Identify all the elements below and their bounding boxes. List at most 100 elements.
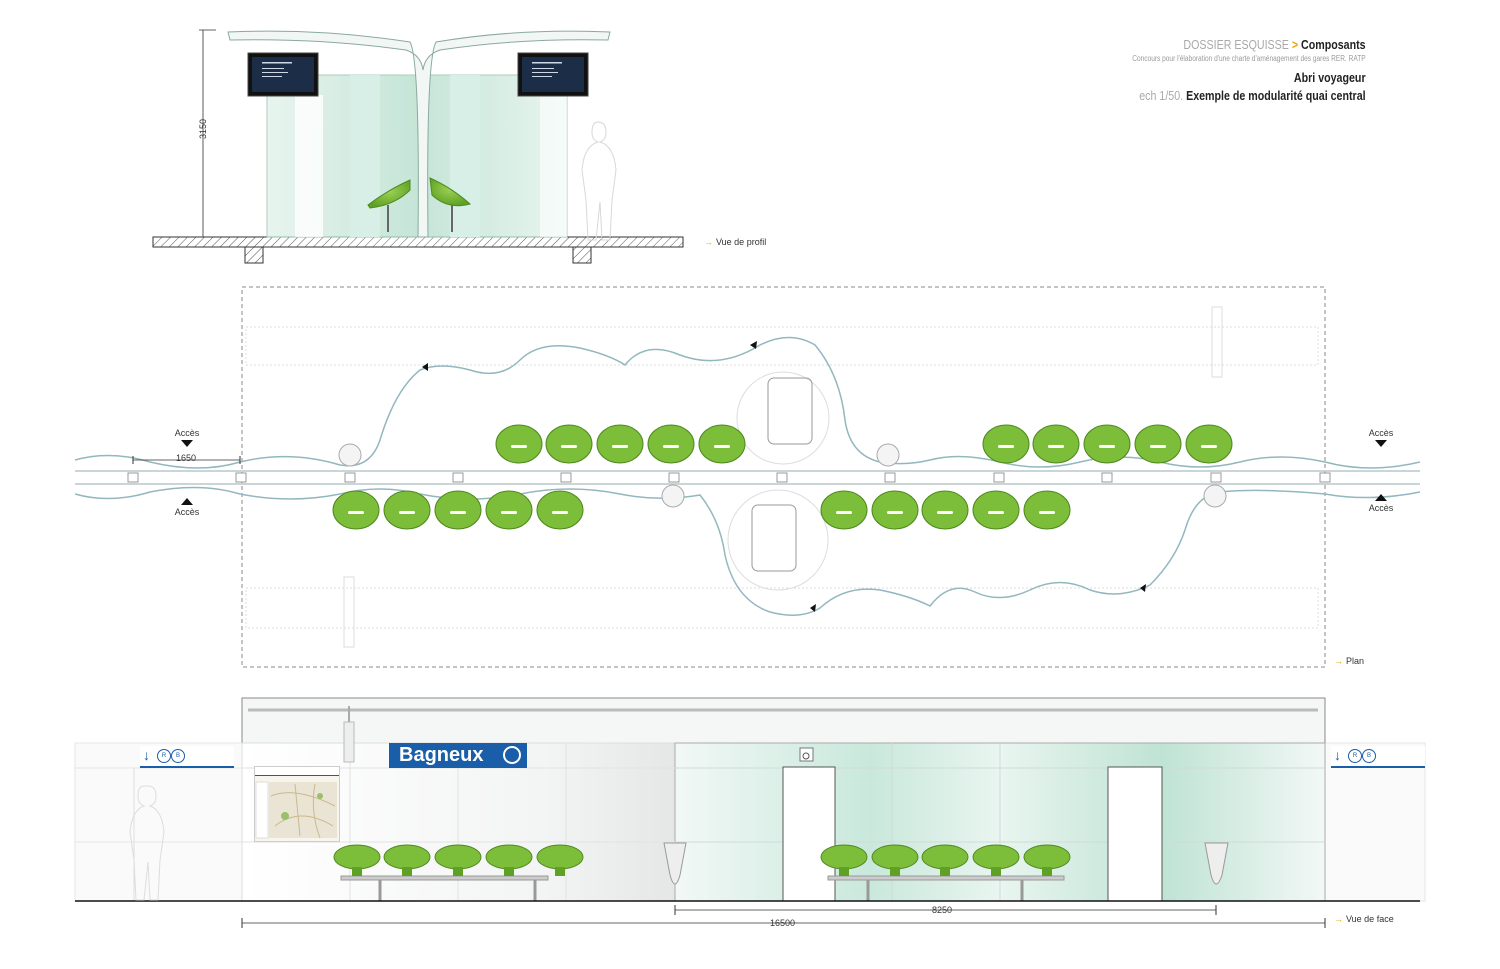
seat-face xyxy=(871,844,919,876)
rer-direction-panel-left: ↓ R B xyxy=(140,746,234,768)
seat-plan xyxy=(647,424,695,464)
door-left xyxy=(782,766,836,902)
partial-dimension: 8250 xyxy=(932,905,953,915)
access-bottom-right: Accès xyxy=(1361,492,1401,513)
seat-plan xyxy=(495,424,543,464)
seat-plan xyxy=(871,490,919,530)
canopy xyxy=(227,30,611,238)
seat-plan xyxy=(332,490,380,530)
profile-view-label: →Vue de profil xyxy=(704,237,766,247)
plan-label-text: Plan xyxy=(1346,656,1365,666)
seat-face xyxy=(1023,844,1071,876)
foundation-right xyxy=(572,246,592,264)
arrow-down-icon: ↓ xyxy=(143,747,150,763)
seat-profile-right xyxy=(429,177,472,207)
triangle-down-icon xyxy=(181,440,193,447)
seat-plan xyxy=(434,490,482,530)
ground-slab xyxy=(152,236,684,248)
arrow-down-icon: ↓ xyxy=(1334,747,1341,763)
seat-plan xyxy=(698,424,746,464)
wheelchair-zone-bottom xyxy=(727,489,829,591)
wheelchair-icon xyxy=(799,747,814,762)
triangle-up-icon xyxy=(181,498,193,505)
title-block: DOSSIER ESQUISSE > Composants Concours p… xyxy=(1081,36,1366,105)
seat-face xyxy=(383,844,431,876)
map-header xyxy=(255,767,339,776)
seat-plan xyxy=(1023,490,1071,530)
line-b-icon: B xyxy=(171,749,185,763)
face-label-text: Vue de face xyxy=(1346,914,1394,924)
wheelchair-zone-top xyxy=(736,371,830,465)
module-dimension: 1650 xyxy=(176,453,197,463)
profile-label-text: Vue de profil xyxy=(716,237,767,247)
rer-logo-icon: R xyxy=(1348,749,1362,763)
access-label: Accès xyxy=(174,428,200,438)
triangle-down-icon xyxy=(1375,440,1387,447)
ratp-logo-icon xyxy=(503,746,521,764)
info-screen-left xyxy=(247,52,319,97)
seat-plan xyxy=(1185,424,1233,464)
rer-direction-panel-right: ↓ R B xyxy=(1331,746,1425,768)
seat-plan xyxy=(1032,424,1080,464)
height-dimension: 3150 xyxy=(198,118,209,140)
seat-plan xyxy=(1083,424,1131,464)
section-title: Composants xyxy=(1301,37,1366,52)
seat-plan xyxy=(1134,424,1182,464)
arrow-right-icon: → xyxy=(704,237,713,247)
door-right xyxy=(1107,766,1163,902)
seat-plan xyxy=(383,490,431,530)
info-screen-right xyxy=(517,52,589,97)
seat-plan xyxy=(972,490,1020,530)
roof xyxy=(241,697,1326,745)
seat-face xyxy=(485,844,533,876)
seat-face xyxy=(921,844,969,876)
arrow-right-icon: → xyxy=(1334,656,1343,666)
header-line: DOSSIER ESQUISSE > Composants xyxy=(1133,36,1366,54)
glass-facade xyxy=(674,742,1326,902)
access-label: Accès xyxy=(1368,503,1394,513)
station-name: Bagneux xyxy=(399,744,484,766)
description-text: Exemple de modularité quai central xyxy=(1186,88,1366,103)
seat-face xyxy=(434,844,482,876)
plan-view-label: →Plan xyxy=(1334,656,1364,666)
glass-wave-bottom xyxy=(74,486,1421,616)
person-silhouette xyxy=(581,121,617,241)
scale-label: ech 1/50. xyxy=(1139,88,1184,103)
seat-plan xyxy=(485,490,533,530)
seat-plan xyxy=(545,424,593,464)
separator-arrow: > xyxy=(1292,37,1299,52)
glass-wave-top xyxy=(74,336,1421,469)
seat-plan xyxy=(820,490,868,530)
seat-face xyxy=(820,844,868,876)
foundation-left xyxy=(244,246,264,264)
access-top-left: Accès xyxy=(167,428,207,449)
plan-boundary xyxy=(241,286,1326,668)
triangle-up-icon xyxy=(1375,494,1387,501)
network-map-panel xyxy=(254,766,340,842)
rer-logo-icon: R xyxy=(157,749,171,763)
seat-plan xyxy=(596,424,644,464)
dossier-label: DOSSIER ESQUISSE xyxy=(1183,37,1290,52)
line-b-icon: B xyxy=(1362,749,1376,763)
map-drawing xyxy=(255,781,337,839)
seat-plan xyxy=(536,490,584,530)
total-dimension: 16500 xyxy=(770,918,796,928)
access-label: Accès xyxy=(1368,428,1394,438)
seat-profile-left xyxy=(367,179,411,209)
seat-face xyxy=(972,844,1020,876)
seat-face xyxy=(536,844,584,876)
glass-wall xyxy=(266,74,568,238)
description-line: ech 1/50. Exemple de modularité quai cen… xyxy=(1133,87,1366,105)
seat-plan xyxy=(921,490,969,530)
access-top-right: Accès xyxy=(1361,428,1401,449)
face-view-label: →Vue de face xyxy=(1334,914,1394,924)
arrow-right-icon: → xyxy=(1334,914,1343,924)
subtitle: Concours pour l'élaboration d'une charte… xyxy=(1132,54,1366,63)
station-name-sign: Bagneux xyxy=(389,743,527,768)
